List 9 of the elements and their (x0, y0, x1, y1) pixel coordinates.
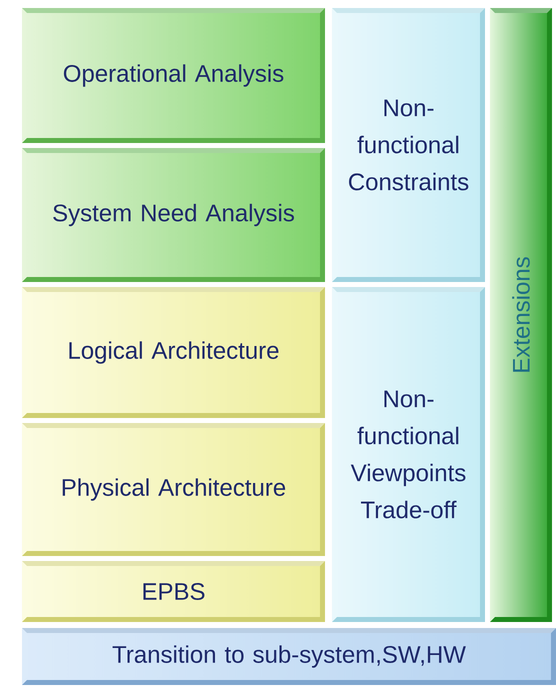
stage-box: Operational Analysis (22, 8, 325, 143)
stage-box: Extensions (490, 8, 552, 622)
stage-box: Physical Architecture (22, 423, 325, 556)
stage-box: Transition to sub-system,SW,HW (22, 628, 556, 685)
stage-box: Non-functional Constraints (332, 8, 485, 282)
stage-box: System Need Analysis (22, 148, 325, 282)
stage-box: Logical Architecture (22, 287, 325, 418)
stage-box: Non-functional Viewpoints Trade-off (332, 287, 485, 622)
stage-box: EPBS (22, 561, 325, 622)
